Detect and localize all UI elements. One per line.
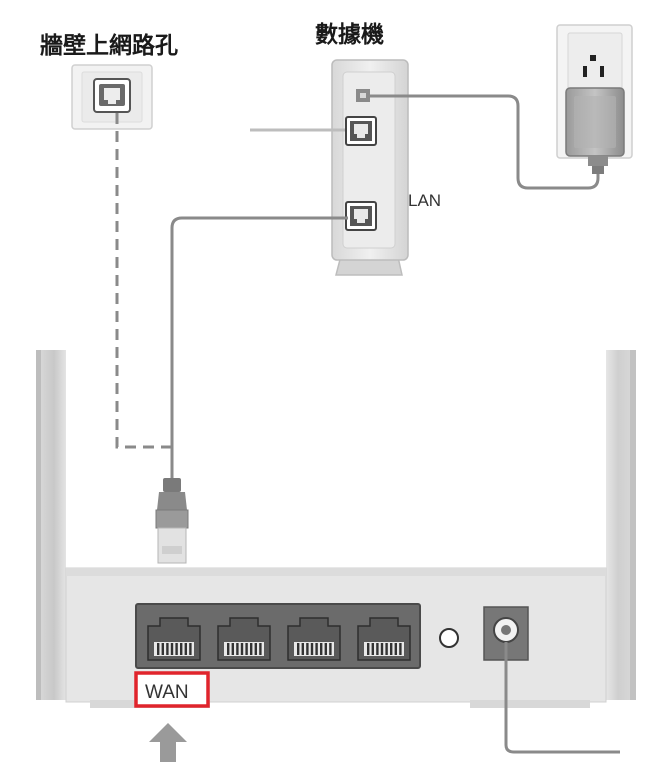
modem-port-lan-icon xyxy=(345,201,377,231)
wall-outlet-label: 牆壁上網路孔 xyxy=(40,32,178,59)
router-lan-port-icon[interactable] xyxy=(217,617,271,661)
dc-power-jack-icon[interactable] xyxy=(483,606,529,661)
modem-dc-port-icon xyxy=(356,89,370,102)
router-wan-port-icon[interactable] xyxy=(147,617,201,661)
lan-label: LAN xyxy=(408,191,441,210)
wan-highlight-box xyxy=(134,671,210,708)
wan-label: WAN xyxy=(145,682,189,703)
router-port-panel xyxy=(135,603,421,669)
modem-port-upper-icon xyxy=(345,116,377,146)
power-adapter-icon xyxy=(565,87,625,174)
wall-jack-icon xyxy=(71,64,153,130)
router-ethernet-ports xyxy=(147,617,411,661)
router-power-cable xyxy=(504,642,620,754)
arrow-up-icon xyxy=(149,723,187,762)
router-antenna-left xyxy=(36,350,66,700)
lan-to-wan-cable xyxy=(170,216,348,484)
router-lan-port-icon[interactable] xyxy=(287,617,341,661)
router-lan-port-icon[interactable] xyxy=(357,617,411,661)
router-antenna-right xyxy=(606,350,636,700)
reset-button-icon[interactable] xyxy=(439,628,459,648)
modem-label: 數據機 xyxy=(315,22,384,48)
wall-cable-dashed xyxy=(115,113,172,449)
rj45-plug-icon xyxy=(155,478,189,564)
modem-power-cable xyxy=(370,94,600,190)
